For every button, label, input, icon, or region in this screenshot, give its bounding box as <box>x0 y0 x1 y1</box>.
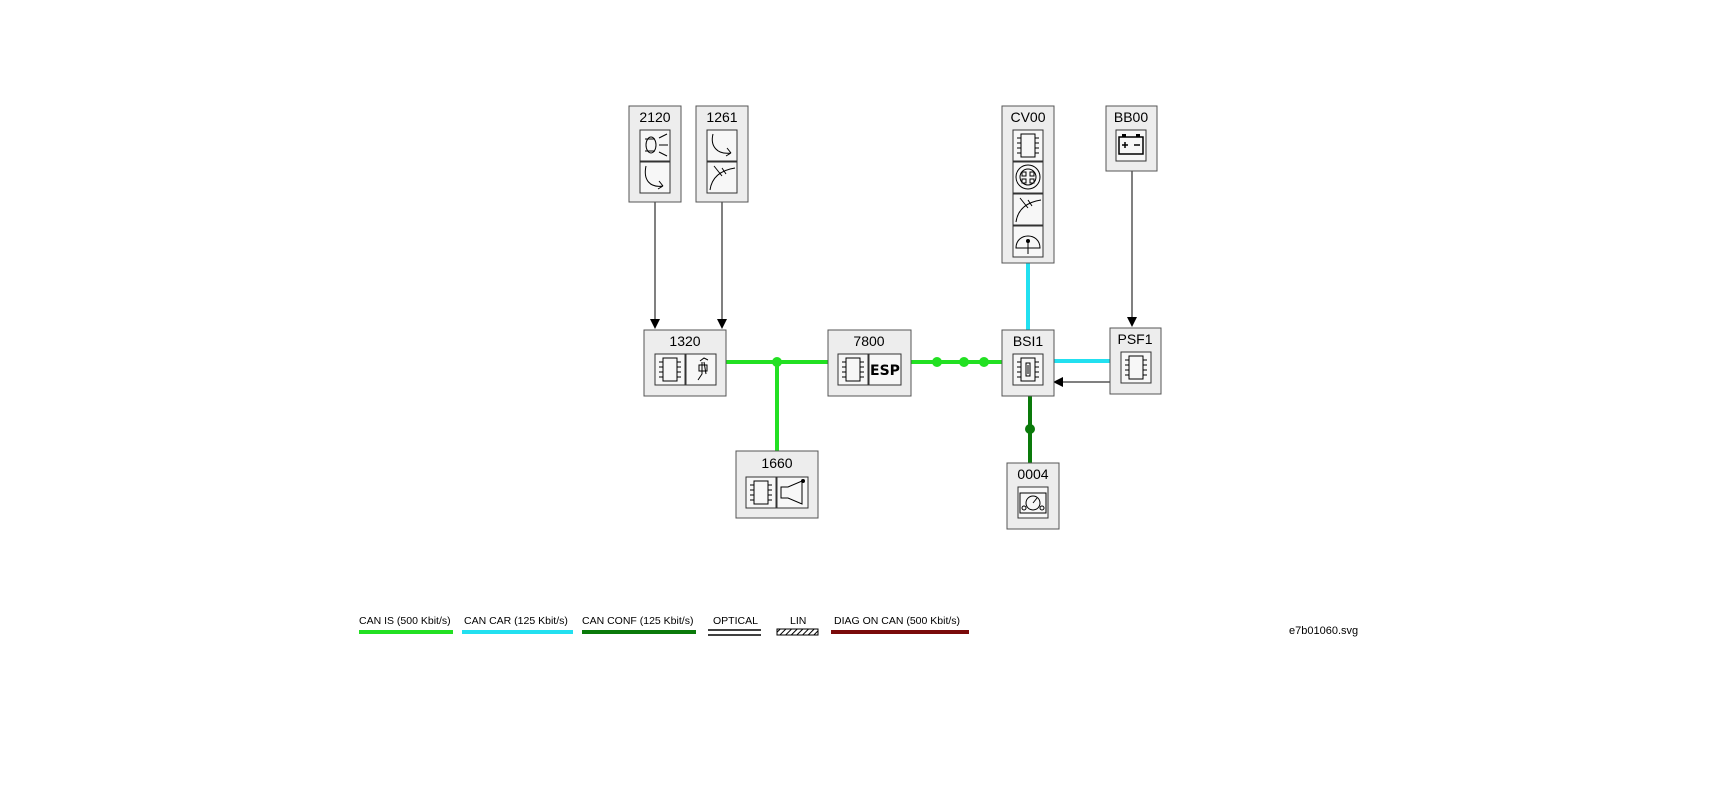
module-0004-label: 0004 <box>1017 466 1048 482</box>
can-is-node-3 <box>979 357 989 367</box>
module-1320[interactable]: 1320 <box>643 329 727 397</box>
chip-icon <box>837 353 869 386</box>
chip-icon <box>1012 129 1044 162</box>
module-0004[interactable]: 0004 <box>1006 462 1060 530</box>
module-psf1[interactable]: PSF1 <box>1109 327 1162 395</box>
can-is-node-2 <box>959 357 969 367</box>
module-2120[interactable]: 2120 <box>628 105 682 203</box>
legend-item-lin: LIN <box>776 615 819 636</box>
can-is-junction-node <box>772 357 782 367</box>
module-1261[interactable]: 1261 <box>695 105 749 203</box>
legend: CAN IS (500 Kbit/s) CAN CAR (125 Kbit/s)… <box>359 615 969 636</box>
module-bsi1[interactable]: BSI1 <box>1001 329 1055 397</box>
legend-label: CAN CONF (125 Kbit/s) <box>582 615 693 627</box>
module-psf1-label: PSF1 <box>1117 331 1152 347</box>
gauge-needle-icon <box>1012 193 1044 226</box>
hand-gesture-icon <box>639 161 671 194</box>
pedal-icon <box>706 129 738 162</box>
module-1320-label: 1320 <box>669 333 700 349</box>
esp-icon-text: ESP <box>870 363 900 379</box>
legend-label: CAN CAR (125 Kbit/s) <box>464 615 568 627</box>
chip-icon <box>745 476 777 509</box>
module-1660-label: 1660 <box>761 455 792 471</box>
legend-item-diag-on-can: DIAG ON CAN (500 Kbit/s) <box>831 615 969 634</box>
module-cv00[interactable]: CV00 <box>1001 105 1055 264</box>
module-bsi1-label: BSI1 <box>1013 333 1044 349</box>
can-is-node-1 <box>932 357 942 367</box>
legend-item-can-conf: CAN CONF (125 Kbit/s) <box>582 615 696 634</box>
legend-item-can-car: CAN CAR (125 Kbit/s) <box>462 615 573 634</box>
module-1261-label: 1261 <box>706 109 737 125</box>
legend-label: DIAG ON CAN (500 Kbit/s) <box>834 615 960 627</box>
legend-label: CAN IS (500 Kbit/s) <box>359 615 451 627</box>
chip-icon <box>654 353 686 386</box>
legend-item-can-is: CAN IS (500 Kbit/s) <box>359 615 453 634</box>
module-7800-label: 7800 <box>853 333 884 349</box>
legend-label: OPTICAL <box>713 615 758 627</box>
injector-icon <box>685 353 717 386</box>
filename-label: e7b01060.svg <box>1289 625 1358 637</box>
switch-pad-icon <box>1012 161 1044 194</box>
module-bb00[interactable]: BB00 <box>1105 105 1158 172</box>
module-1660[interactable]: 1660 <box>735 450 819 519</box>
module-2120-label: 2120 <box>639 109 670 125</box>
chip-icon <box>1120 351 1152 384</box>
module-cv00-label: CV00 <box>1010 109 1045 125</box>
module-bb00-label: BB00 <box>1114 109 1148 125</box>
module-7800[interactable]: 7800 ESP <box>827 329 912 397</box>
legend-item-optical: OPTICAL <box>708 615 761 636</box>
esp-icon <box>868 353 902 386</box>
legend-swatch-lin <box>776 628 819 636</box>
gauge-needle-icon <box>706 161 738 194</box>
connections <box>650 171 1137 463</box>
battery-icon <box>1115 129 1147 162</box>
can-conf-node <box>1025 424 1035 434</box>
legend-label: LIN <box>790 615 806 627</box>
